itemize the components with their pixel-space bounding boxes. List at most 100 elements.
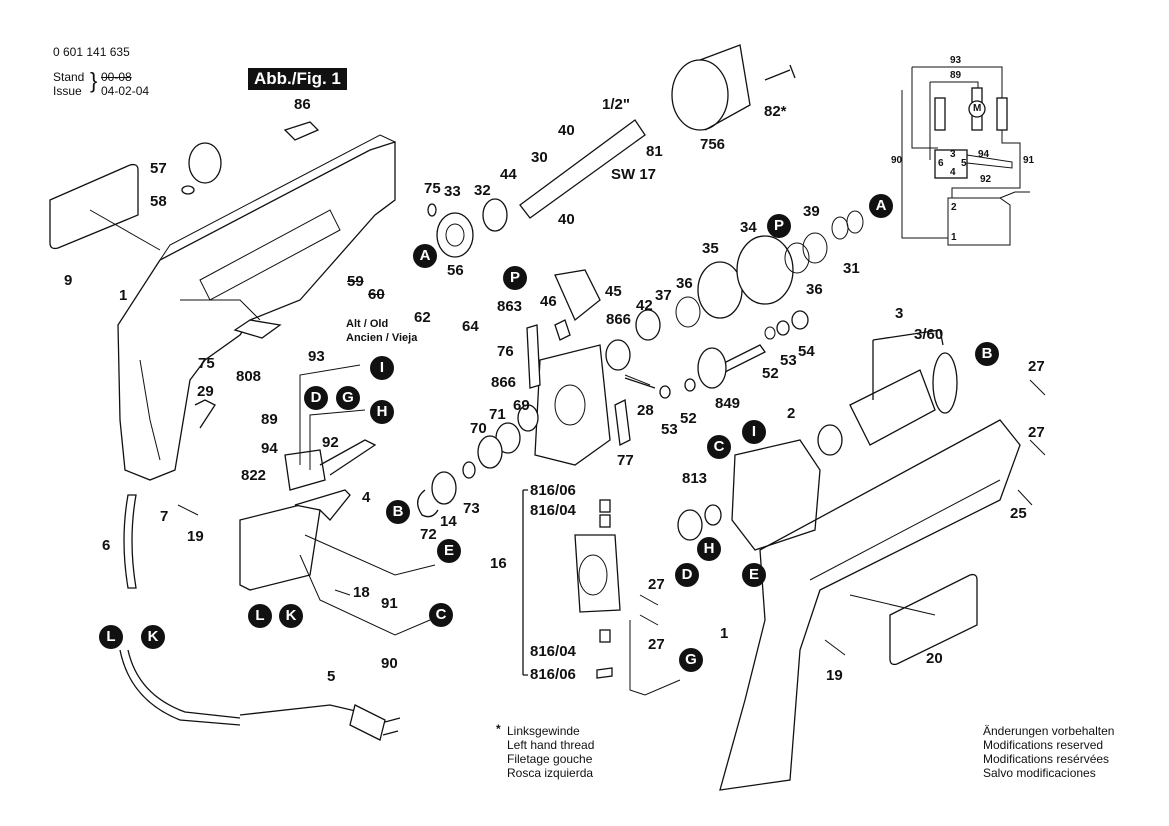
callout-b: B (386, 500, 410, 524)
disclaimer-line-en: Modifications reserved (983, 738, 1104, 752)
part-label-40-b: 40 (558, 211, 575, 228)
chuck-756 (671, 59, 729, 131)
old-parts-note-line1: Alt / Old (346, 318, 389, 330)
part-label-5: 5 (327, 668, 336, 685)
housing-right-half (719, 419, 1021, 791)
part-label-44: 44 (500, 166, 517, 183)
schematic-terminal-2: 2 (951, 202, 957, 213)
part-label-27-b: 27 (648, 636, 665, 653)
callout-i: I (370, 356, 394, 380)
part-label-52-b: 52 (762, 365, 779, 382)
footnote-line-en: Left hand thread (507, 738, 595, 752)
callout-a-2: A (869, 194, 893, 218)
schematic-terminal-3: 3 (950, 149, 956, 160)
schematic-terminal-1: 1 (951, 232, 957, 243)
part-label-56: 56 (447, 262, 464, 279)
issue-label: Issue (53, 84, 82, 98)
part-label-sw17: SW 17 (611, 166, 657, 183)
part-label-45: 45 (605, 283, 622, 300)
gear-housing-866 (534, 344, 611, 466)
wiring-schematic (901, 66, 1030, 246)
footnote-line-fr: Filetage gouche (507, 752, 593, 766)
part-label-27: 27 (648, 576, 665, 593)
part-label-27-d: 27 (1028, 424, 1045, 441)
part-label-6: 6 (102, 537, 111, 554)
part-label-94: 94 (261, 440, 278, 457)
part-label-40: 40 (558, 122, 575, 139)
part-label-37: 37 (655, 287, 672, 304)
part-label-36-b: 36 (806, 281, 823, 298)
part-label-36: 36 (676, 275, 693, 292)
part-label-1-b: 1 (720, 625, 729, 642)
part-label-77: 77 (617, 452, 634, 469)
part-label-91: 91 (381, 595, 398, 612)
part-number: 0 601 141 635 (53, 45, 130, 59)
part-label-58: 58 (150, 193, 167, 210)
schematic-terminal-4: 4 (950, 167, 956, 178)
part-label-863: 863 (497, 298, 523, 315)
part-label-60: 60 (368, 286, 385, 303)
part-label-20: 20 (926, 650, 943, 667)
footnote-line-de: Linksgewinde (507, 724, 580, 738)
part-label-64: 64 (462, 318, 479, 335)
callout-h-2: H (697, 537, 721, 561)
part-label-7: 7 (160, 508, 169, 525)
schematic-terminal-5: 5 (961, 158, 967, 169)
part-label-86: 86 (294, 96, 311, 113)
brace: } (90, 68, 98, 93)
part-label-76: 76 (497, 343, 514, 360)
pinion-849 (697, 347, 727, 389)
callout-p-2: P (767, 214, 791, 238)
part-label-35: 35 (702, 240, 719, 257)
part-label-808: 808 (236, 368, 262, 385)
old-parts-note-line2: Ancien / Vieja (346, 332, 418, 344)
issue-value: 04-02-04 (101, 84, 150, 98)
callout-l: L (248, 604, 272, 628)
spring-32 (482, 198, 508, 232)
part-label-34: 34 (740, 219, 757, 236)
gear-35 (697, 261, 743, 319)
armature-3 (849, 369, 936, 446)
part-label-53-b: 53 (780, 352, 797, 369)
part-label-25: 25 (1010, 505, 1027, 522)
schematic-wire-92: 92 (980, 174, 992, 185)
part-label-816-04-b: 816/04 (530, 643, 576, 660)
part-label-82: 82* (764, 103, 787, 120)
callout-c: C (429, 603, 453, 627)
callout-i-2: I (742, 420, 766, 444)
gear-34 (736, 235, 794, 305)
stand-value: 00-08 (101, 70, 132, 84)
stand-label: Stand (53, 70, 85, 84)
disclaimer-line-de: Änderungen vorbehalten (983, 724, 1115, 738)
callout-d-2: D (675, 563, 699, 587)
schematic-wire-89: 89 (950, 70, 962, 81)
callout-h: H (370, 400, 394, 424)
part-label-62: 62 (414, 309, 431, 326)
part-label-816-04: 816/04 (530, 502, 576, 519)
part-label-1: 1 (119, 287, 128, 304)
part-label-75: 75 (198, 355, 215, 372)
part-label-4: 4 (362, 489, 371, 506)
figure-label: Abb./Fig. 1 (248, 68, 347, 90)
field-coil-2 (731, 439, 821, 551)
callout-b-2: B (975, 342, 999, 366)
part-label-73: 73 (463, 500, 480, 517)
footnote-line-es: Rosca izquierda (507, 766, 594, 780)
part-label-3-60: 3/60 (914, 326, 944, 343)
part-label-29: 29 (197, 383, 214, 400)
callout-e: E (437, 539, 461, 563)
callout-g: G (336, 386, 360, 410)
part-76 (526, 324, 541, 389)
callout-l-2: L (99, 625, 123, 649)
brush-holder-16 (574, 534, 621, 613)
callout-d: D (304, 386, 328, 410)
part-label-42: 42 (636, 297, 653, 314)
bearing-33 (436, 212, 474, 258)
callout-k: K (279, 604, 303, 628)
part-label-27-c: 27 (1028, 358, 1045, 375)
part-label-19-b: 19 (826, 667, 843, 684)
schematic-wire-94: 94 (978, 149, 990, 160)
part-label-31: 31 (843, 260, 860, 277)
part-label-75-b: 75 (424, 180, 441, 197)
